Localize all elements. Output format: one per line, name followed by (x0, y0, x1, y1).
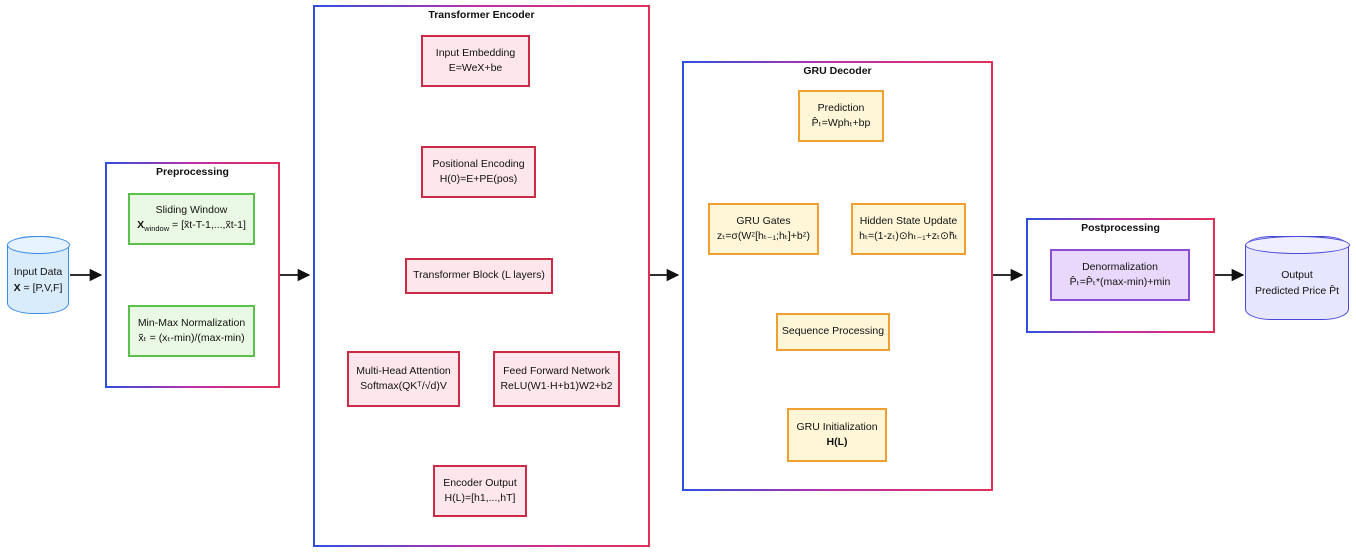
ffn-formula: ReLU(W1·H+b1)W2+b2 (500, 380, 613, 392)
encoder-output-formula: H(L)=[h1,...,hT] (444, 492, 516, 504)
encoder-output-title: Encoder Output (443, 476, 517, 489)
preprocessing-title: Preprocessing (156, 166, 229, 178)
multi-head-attention-node: Multi-Head Attention Softmax(QKᵀ/√d)V (347, 351, 460, 407)
gru-gates-node: GRU Gates zₜ=σ(Wᶻ[hₜ₋₁;hₜ]+bᶻ) (708, 203, 819, 255)
sliding-window-node: Sliding Window Xwindow = [x̃t-T-1,...,x̃… (128, 193, 255, 245)
postprocessing-title: Postprocessing (1081, 222, 1160, 234)
hidden-state-update-node: Hidden State Update hₜ=(1-zₜ)⊙hₜ₋₁+zₜ⊙h̃… (851, 203, 966, 255)
attention-title: Multi-Head Attention (356, 364, 451, 377)
sliding-window-formula: Xwindow = [x̃t-T-1,...,x̃t-1] (137, 219, 246, 234)
sliding-window-title: Sliding Window (155, 203, 228, 216)
minmax-formula: x̃ₜ = (xₜ-min)/(max-min) (138, 332, 245, 344)
gru-init-formula: H(L) (826, 436, 848, 448)
gru-init-title: GRU Initialization (796, 420, 878, 433)
minmax-title: Min-Max Normalization (137, 316, 246, 329)
feed-forward-network-node: Feed Forward Network ReLU(W1·H+b1)W2+b2 (493, 351, 620, 407)
gru-gates-title: GRU Gates (736, 214, 791, 227)
input-embedding-title: Input Embedding (435, 46, 516, 59)
decoder-title: GRU Decoder (803, 65, 872, 77)
input-data-formula: X = [P,V,F] (13, 282, 63, 294)
hidden-state-title: Hidden State Update (859, 214, 958, 227)
input-embedding-node: Input Embedding E=WeX+be (421, 35, 530, 87)
transformer-block-node: Transformer Block (L layers) (405, 258, 553, 294)
denormalization-node: Denormalization P̂ₜ=P̂ₜ*(max-min)+min (1050, 249, 1190, 301)
attention-formula: Softmax(QKᵀ/√d)V (360, 380, 447, 392)
output-formula: Predicted Price P̂t (1254, 285, 1340, 297)
sequence-processing-title: Sequence Processing (781, 325, 885, 338)
encoder-title: Transformer Encoder (428, 9, 535, 21)
ffn-title: Feed Forward Network (503, 364, 610, 377)
input-data-label: Input Data (13, 266, 63, 279)
cylinder-top (6, 235, 70, 254)
gru-gates-formula: zₜ=σ(Wᶻ[hₜ₋₁;hₜ]+bᶻ) (716, 230, 811, 242)
positional-encoding-node: Positional Encoding H(0)=E+PE(pos) (421, 146, 536, 198)
input-embedding-formula: E=WeX+be (448, 62, 503, 74)
prediction-node: Prediction P̂ₜ=Wphₜ+bp (798, 90, 884, 142)
minmax-normalization-node: Min-Max Normalization x̃ₜ = (xₜ-min)/(ma… (128, 305, 255, 357)
input-data-cylinder: Input Data X = [P,V,F] (6, 235, 70, 314)
encoder-output-node: Encoder Output H(L)=[h1,...,hT] (433, 465, 527, 517)
prediction-title: Prediction (817, 101, 865, 114)
output-label: Output (1281, 269, 1313, 282)
positional-encoding-formula: H(0)=E+PE(pos) (439, 173, 518, 185)
sequence-processing-node: Sequence Processing (776, 313, 890, 351)
hidden-state-formula: hₜ=(1-zₜ)⊙hₜ₋₁+zₜ⊙h̃ₜ (859, 230, 958, 242)
transformer-block-title: Transformer Block (L layers) (413, 269, 545, 282)
output-cylinder: Output Predicted Price P̂t (1244, 235, 1350, 320)
prediction-formula: P̂ₜ=Wphₜ+bp (811, 117, 871, 129)
gru-initialization-node: GRU Initialization H(L) (787, 408, 887, 462)
denormalization-title: Denormalization (1082, 260, 1158, 273)
positional-encoding-title: Positional Encoding (432, 157, 525, 170)
denormalization-formula: P̂ₜ=P̂ₜ*(max-min)+min (1069, 276, 1171, 288)
cylinder-top (1244, 235, 1350, 254)
